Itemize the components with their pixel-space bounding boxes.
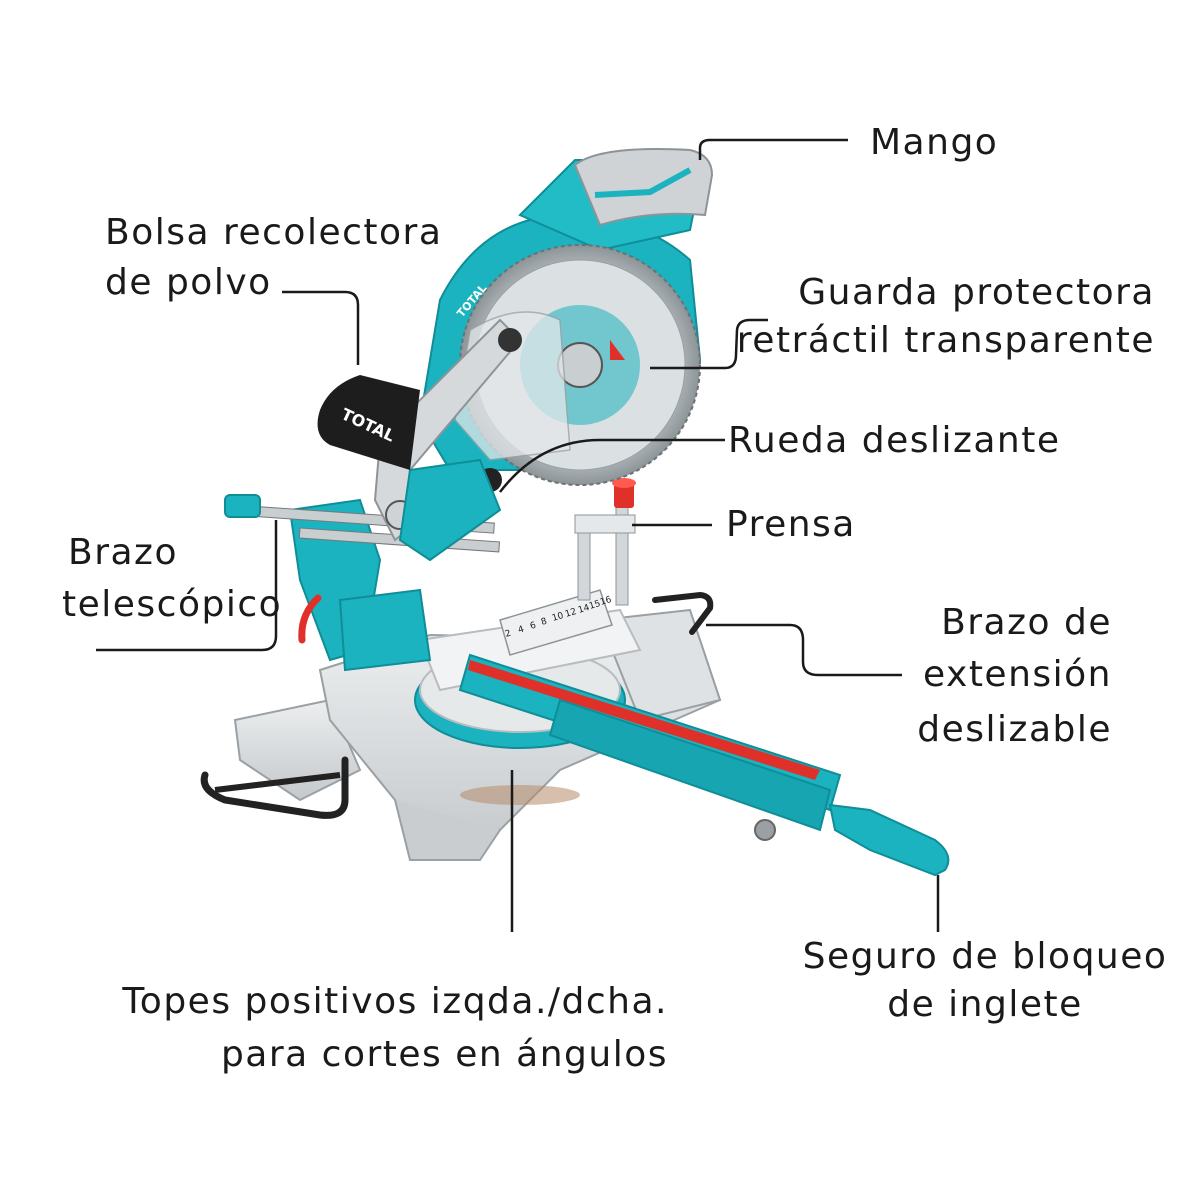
leader-bolsa: [282, 290, 360, 365]
leader-brazo-tel: [96, 520, 278, 652]
label-bolsa-line1: Bolsa recolectora: [105, 212, 443, 253]
dust-bag: [317, 375, 420, 470]
leader-brazo-ext: [706, 623, 902, 677]
leader-mango: [698, 138, 848, 160]
ruler-tick: 4: [517, 625, 526, 636]
ruler-tick: 2: [504, 629, 512, 640]
ruler-ticks: 2 4 6 8 10 12 14 15 16: [504, 595, 613, 640]
label-brazo-ext-line1: Brazo de: [941, 602, 1112, 643]
label-brazo-ext-line2: extensión: [923, 654, 1112, 695]
label-brazo-ext-line3: deslizable: [917, 709, 1112, 750]
leader-lines: [96, 138, 940, 932]
label-guarda-line2: retráctil transparente: [736, 320, 1155, 361]
ruler-tick: 8: [540, 617, 549, 628]
ruler-tick: 12: [564, 607, 578, 620]
label-seguro-line1: Seguro de bloqueo: [802, 936, 1168, 977]
guard-brand: TOTAL: [454, 282, 489, 320]
bag-brand: TOTAL: [338, 404, 397, 445]
saw-head: [373, 148, 714, 562]
clamp: [574, 478, 636, 606]
leader-rueda: [499, 438, 725, 493]
label-guarda-line1: Guarda protectora: [798, 272, 1155, 313]
ruler-tick: 6: [529, 621, 538, 632]
label-bolsa-line2: de polvo: [105, 262, 272, 303]
leader-guarda: [650, 318, 768, 370]
miter-arm: [458, 653, 950, 877]
ruler: [499, 589, 613, 656]
ruler-tick: 10: [551, 611, 565, 624]
label-topes-line1: Topes positivos izqda./dcha.: [122, 981, 668, 1022]
label-brazo-tel-line1: Brazo: [68, 532, 178, 573]
ruler-tick: 14: [577, 603, 591, 616]
ruler-tick: 15: [588, 599, 602, 612]
label-rueda: Rueda deslizante: [728, 420, 1061, 461]
label-mango: Mango: [870, 122, 999, 163]
label-brazo-tel-line2: telescópico: [62, 584, 283, 625]
label-seguro-line2: de inglete: [887, 984, 1083, 1025]
label-topes-line2: para cortes en ángulos: [220, 1034, 668, 1075]
ruler-tick: 16: [599, 595, 613, 608]
label-prensa: Prensa: [726, 504, 856, 545]
